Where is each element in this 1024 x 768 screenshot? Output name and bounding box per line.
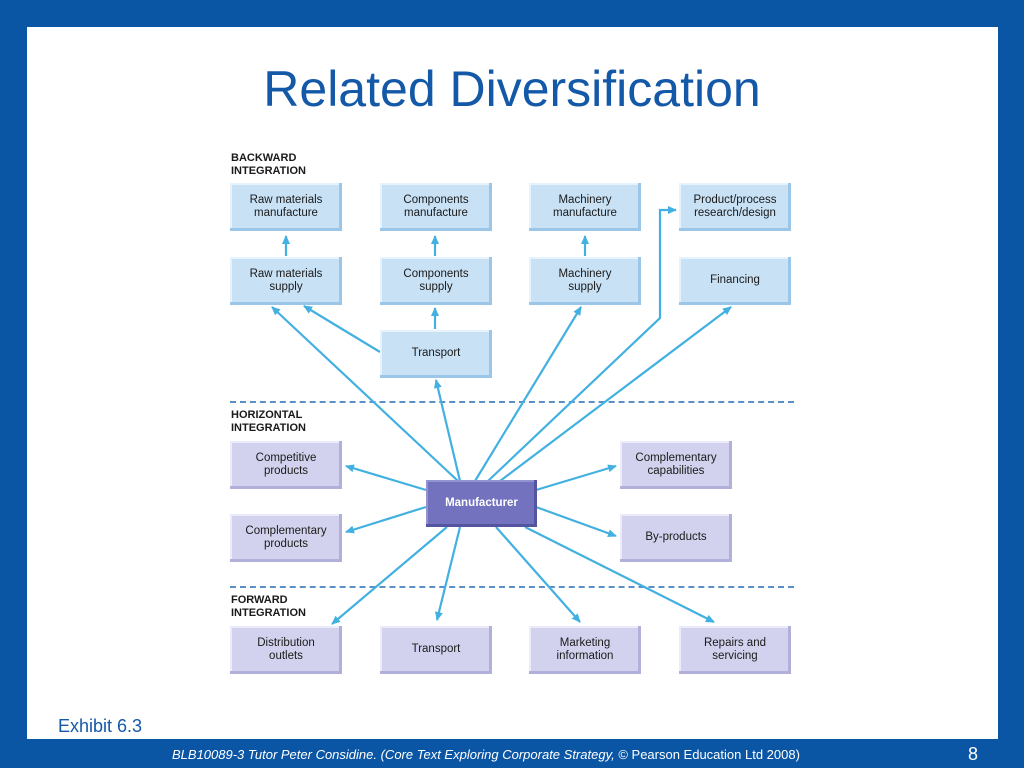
arrow-manufacturer-to-financing [499,306,732,482]
arrow-manufacturer-to-marketing [495,526,581,623]
box-machinery-manufacture: Machinery manufacture [529,183,641,231]
box-product-process-research-design: Product/process research/design [679,183,791,231]
box-raw-materials-manufacture: Raw materials manufacture [230,183,342,231]
horizontal-integration-label: HORIZONTAL INTEGRATION [231,409,306,434]
arrow-manufacturer-to-transport-forward [435,526,462,621]
arrow-manufacturer-to-transport [433,379,462,482]
arrow-manufacturer-to-raw-supply [271,306,459,482]
backward-integration-label: BACKWARD INTEGRATION [231,152,306,177]
exhibit-caption: Exhibit 6.3 [58,716,143,736]
box-repairs-and-servicing: Repairs and servicing [679,626,791,674]
forward-integration-label: FORWARD INTEGRATION [231,594,306,619]
arrow-manufacturer-to-complementary-capabilities [535,464,617,492]
arrow-manufacturer-to-repairs [524,526,715,623]
arrow-manufacturer-to-machinery-supply [474,306,582,482]
box-by-products: By-products [620,514,732,562]
arrow-manufacturer-to-distribution [331,526,448,625]
divider-backward-horizontal [230,401,794,403]
footer-bar: BLB10089-3 Tutor Peter Considine. (Core … [0,744,1024,768]
footer-credit-plain: © Pearson Education Ltd 2008) [614,747,800,762]
slide-title: Related Diversification [263,61,761,117]
arrow-manufacturer-to-competitive [345,464,427,492]
footer-credit: BLB10089-3 Tutor Peter Considine. (Core … [172,747,800,762]
box-competitive-products: Competitive products [230,441,342,489]
box-machinery-supply: Machinery supply [529,257,641,305]
page-number: 8 [968,744,979,764]
slide-canvas [27,27,998,739]
box-transport-forward: Transport [380,626,492,674]
arrow-manufacturer-to-complementary-products [345,505,427,534]
arrow-manufacturer-to-research-design [487,206,677,482]
box-financing: Financing [679,257,791,305]
box-manufacturer: Manufacturer [426,480,537,527]
arrow-transport-to-raw-supply [303,305,381,353]
box-components-manufacture: Components manufacture [380,183,492,231]
box-distribution-outlets: Distribution outlets [230,626,342,674]
box-complementary-products: Complementary products [230,514,342,562]
box-components-supply: Components supply [380,257,492,305]
footer-credit-italic: BLB10089-3 Tutor Peter Considine. (Core … [172,747,615,762]
box-transport-backward: Transport [380,330,492,378]
arrow-manufacturer-to-by-products [535,505,617,538]
box-complementary-capabilities: Complementary capabilities [620,441,732,489]
box-raw-materials-supply: Raw materials supply [230,257,342,305]
divider-horizontal-forward [230,586,794,588]
box-marketing-information: Marketing information [529,626,641,674]
